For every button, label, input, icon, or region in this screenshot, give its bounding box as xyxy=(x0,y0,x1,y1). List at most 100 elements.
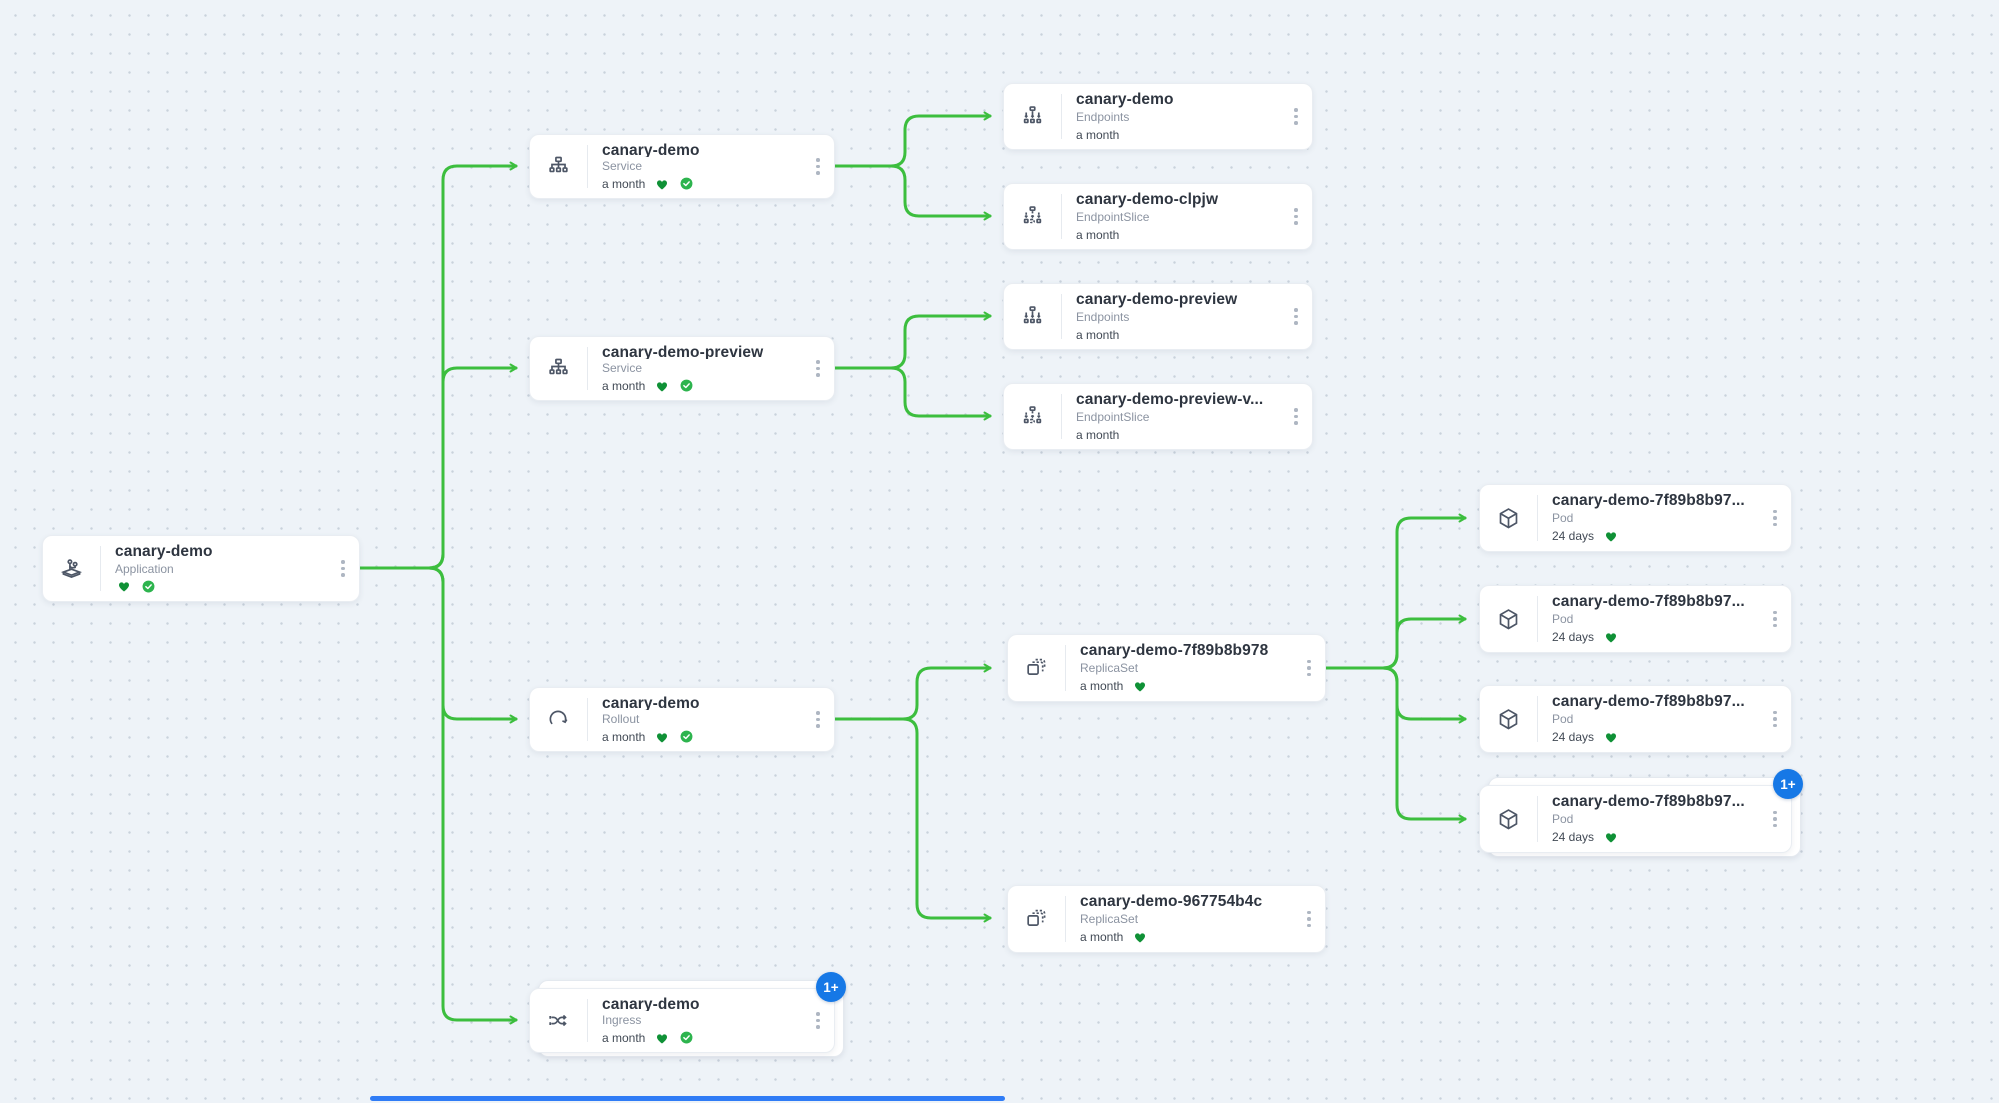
resource-title: canary-demo-967754b4c xyxy=(1080,893,1263,910)
sync-check-icon xyxy=(680,379,693,392)
horizontal-scrollbar-thumb[interactable] xyxy=(370,1096,1005,1101)
node-menu-icon[interactable] xyxy=(1280,384,1312,449)
card-divider xyxy=(587,698,588,741)
endpointslice-node[interactable]: canary-demo-clpjw EndpointSlice a month xyxy=(1003,183,1313,250)
resource-icon-area xyxy=(530,135,587,198)
health-heart-icon xyxy=(118,582,130,593)
sync-check-icon xyxy=(680,177,693,190)
resource-icon-area xyxy=(1008,886,1065,952)
resource-meta: a month xyxy=(602,176,802,191)
resource-text: canary-demo Service a month xyxy=(588,135,802,198)
resource-icon-area xyxy=(1004,84,1061,149)
endpointslice-node[interactable]: canary-demo-preview-v... EndpointSlice a… xyxy=(1003,383,1313,450)
health-heart-icon xyxy=(1606,733,1617,743)
resource-title: canary-demo xyxy=(602,142,700,157)
resource-kind-label: Pod xyxy=(1552,511,1574,526)
resource-age: a month xyxy=(1076,327,1120,342)
endpoints-node[interactable]: canary-demo-preview Endpoints a month xyxy=(1003,283,1313,350)
replicaset-node[interactable]: canary-demo-7f89b8b978 ReplicaSet a mont… xyxy=(1007,634,1326,702)
service-icon xyxy=(545,153,572,180)
resource-text: canary-demo-7f89b8b97... Pod 24 days xyxy=(1538,485,1759,551)
node-menu-icon[interactable] xyxy=(1293,886,1325,952)
node-menu-icon[interactable] xyxy=(1759,786,1791,852)
endpointslice-icon xyxy=(1019,403,1046,430)
resource-title: canary-demo-7f89b8b97... xyxy=(1552,793,1745,810)
grouped-count-badge[interactable]: 1+ xyxy=(816,972,846,1002)
resource-age: 24 days xyxy=(1552,529,1595,544)
node-menu-icon[interactable] xyxy=(1280,284,1312,349)
node-menu-icon[interactable] xyxy=(1293,635,1325,701)
resource-icon-area xyxy=(1480,586,1537,652)
card-divider xyxy=(1537,596,1538,642)
application-node[interactable]: canary-demo Application xyxy=(42,535,360,602)
resource-text: canary-demo Endpoints a month xyxy=(1062,84,1280,149)
pod-node[interactable]: canary-demo-7f89b8b97... Pod 24 days xyxy=(1479,484,1792,552)
resource-kind-label: Endpoints xyxy=(1076,310,1130,324)
resource-meta: a month xyxy=(602,378,802,393)
health-heart-icon xyxy=(657,381,668,392)
pod-node[interactable]: canary-demo-7f89b8b97... Pod 24 days xyxy=(1479,585,1792,653)
node-menu-icon[interactable] xyxy=(802,688,834,751)
resource-icon-area xyxy=(1004,284,1061,349)
resource-meta: a month xyxy=(1080,678,1293,694)
card-divider xyxy=(1061,394,1062,439)
resource-title: canary-demo xyxy=(602,996,700,1011)
grouped-count-badge[interactable]: 1+ xyxy=(1773,769,1803,799)
rollout-node[interactable]: canary-demo Rollout a month xyxy=(529,687,835,752)
resource-age: a month xyxy=(602,176,646,191)
replicaset-node[interactable]: canary-demo-967754b4c ReplicaSet a month xyxy=(1007,885,1326,953)
resource-kind-label: Application xyxy=(115,561,174,576)
resource-title: canary-demo-preview xyxy=(1076,291,1238,308)
replicaset-icon xyxy=(1023,655,1050,682)
resource-title: canary-demo xyxy=(1076,91,1174,108)
endpoints-icon xyxy=(1019,303,1046,330)
node-menu-icon[interactable] xyxy=(802,337,834,400)
service-node[interactable]: canary-demo-preview Service a month xyxy=(529,336,835,401)
resource-icon-area xyxy=(1480,786,1537,852)
resource-text: canary-demo-7f89b8b97... Pod 24 days xyxy=(1538,686,1759,752)
pod-node[interactable]: canary-demo-7f89b8b97... Pod 24 days 1+ xyxy=(1479,769,1803,853)
resource-icon-area xyxy=(1008,635,1065,701)
resource-meta: 24 days xyxy=(1552,729,1759,745)
resource-title: canary-demo xyxy=(602,695,700,710)
endpoints-node[interactable]: canary-demo Endpoints a month xyxy=(1003,83,1313,150)
pod-icon xyxy=(1495,505,1522,532)
node-menu-icon[interactable] xyxy=(802,135,834,198)
resource-kind-label: Endpoints xyxy=(1076,110,1130,124)
resource-icon-area xyxy=(1480,686,1537,752)
resource-meta: a month xyxy=(602,729,802,744)
resource-kind-label: Service xyxy=(602,361,643,375)
card-divider xyxy=(587,347,588,390)
resource-title: canary-demo-7f89b8b97... xyxy=(1552,693,1745,710)
pod-icon xyxy=(1495,706,1522,733)
resource-text: canary-demo-7f89b8b97... Pod 24 days xyxy=(1538,786,1759,852)
resource-age: a month xyxy=(1076,227,1120,242)
node-menu-icon[interactable] xyxy=(1280,84,1312,149)
node-menu-icon[interactable] xyxy=(1759,485,1791,551)
node-menu-icon[interactable] xyxy=(1280,184,1312,249)
resource-age: a month xyxy=(1076,127,1120,142)
endpoints-icon xyxy=(1019,103,1046,130)
resource-kind-label: EndpointSlice xyxy=(1076,410,1150,424)
resource-age: a month xyxy=(1080,679,1124,694)
sync-check-icon xyxy=(142,580,155,593)
resource-meta: 24 days xyxy=(1552,528,1759,544)
resource-meta: a month xyxy=(1080,929,1293,945)
node-menu-icon[interactable] xyxy=(802,989,834,1052)
resource-icon-area xyxy=(530,688,587,751)
resource-icon-area xyxy=(43,536,100,601)
resource-title: canary-demo-preview-v... xyxy=(1076,391,1264,408)
resource-kind-label: Rollout xyxy=(602,712,640,726)
card-divider xyxy=(1537,796,1538,842)
card-divider xyxy=(1537,696,1538,742)
node-menu-icon[interactable] xyxy=(327,536,359,601)
pod-node[interactable]: canary-demo-7f89b8b97... Pod 24 days xyxy=(1479,685,1792,753)
application-icon xyxy=(58,555,85,582)
resource-icon-area xyxy=(1004,184,1061,249)
node-menu-icon[interactable] xyxy=(1759,686,1791,752)
node-menu-icon[interactable] xyxy=(1759,586,1791,652)
service-node[interactable]: canary-demo Service a month xyxy=(529,134,835,199)
ingress-node[interactable]: canary-demo Ingress a month 1+ xyxy=(529,972,846,1053)
resource-meta: a month xyxy=(602,1030,802,1045)
